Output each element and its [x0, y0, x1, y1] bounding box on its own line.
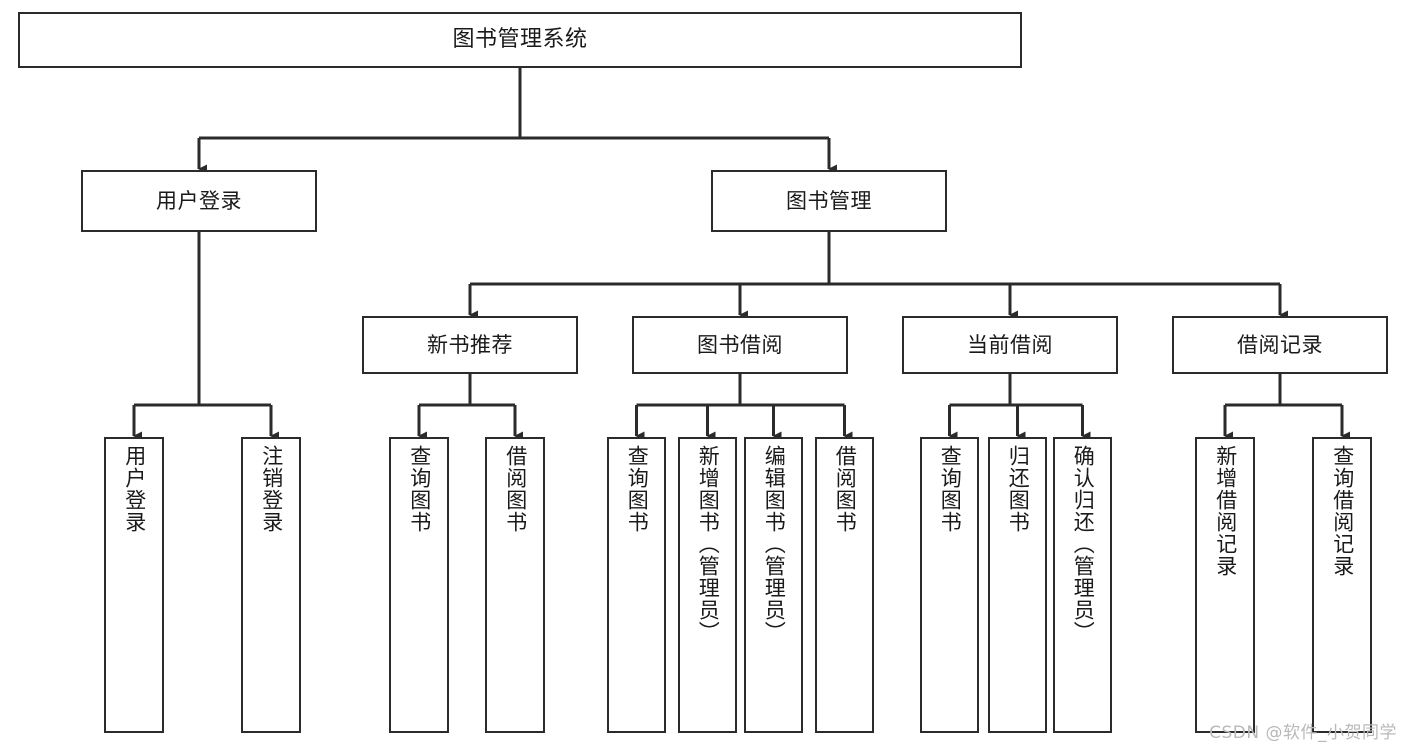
leaf-logout-label: 注销登录	[259, 445, 284, 533]
leaf-record-query-label: 查询借阅记录	[1330, 445, 1355, 577]
leaf-record-query[interactable]: 查询借阅记录	[1312, 437, 1372, 733]
leaf-borrow-edit-book-label: 编辑图书（管理员）	[762, 445, 787, 643]
leaf-record-add[interactable]: 新增借阅记录	[1195, 437, 1255, 733]
leaf-borrow-borrow-book[interactable]: 借阅图书	[815, 437, 874, 733]
node-book-borrowing-label: 图书借阅	[697, 332, 783, 357]
leaf-recommend-borrow-book-label: 借阅图书	[503, 445, 528, 533]
node-new-book-recommendation-label: 新书推荐	[427, 332, 513, 357]
leaf-current-confirm-return[interactable]: 确认归还（管理员）	[1053, 437, 1112, 733]
leaf-borrow-query-book[interactable]: 查询图书	[607, 437, 666, 733]
leaf-borrow-borrow-book-label: 借阅图书	[833, 445, 858, 533]
node-borrow-records[interactable]: 借阅记录	[1172, 316, 1388, 374]
leaf-current-query-book[interactable]: 查询图书	[920, 437, 979, 733]
leaf-logout[interactable]: 注销登录	[241, 437, 301, 733]
node-current-borrowing[interactable]: 当前借阅	[902, 316, 1118, 374]
leaf-record-add-label: 新增借阅记录	[1213, 445, 1238, 577]
leaf-current-return-book-label: 归还图书	[1006, 445, 1031, 533]
leaf-borrow-edit-book[interactable]: 编辑图书（管理员）	[744, 437, 803, 733]
node-book-management-label: 图书管理	[786, 188, 872, 213]
node-book-borrowing[interactable]: 图书借阅	[632, 316, 848, 374]
node-new-book-recommendation[interactable]: 新书推荐	[362, 316, 578, 374]
leaf-borrow-add-book-label: 新增图书（管理员）	[696, 445, 721, 643]
node-current-borrowing-label: 当前借阅	[967, 332, 1053, 357]
leaf-recommend-borrow-book[interactable]: 借阅图书	[485, 437, 545, 733]
node-user-login[interactable]: 用户登录	[81, 170, 317, 232]
leaf-borrow-query-book-label: 查询图书	[625, 445, 650, 533]
leaf-current-query-book-label: 查询图书	[938, 445, 963, 533]
leaf-current-confirm-return-label: 确认归还（管理员）	[1071, 445, 1096, 643]
node-book-management[interactable]: 图书管理	[711, 170, 947, 232]
leaf-recommend-query-book[interactable]: 查询图书	[389, 437, 449, 733]
leaf-recommend-query-book-label: 查询图书	[407, 445, 432, 533]
leaf-current-return-book[interactable]: 归还图书	[988, 437, 1047, 733]
node-root[interactable]: 图书管理系统	[18, 12, 1022, 68]
leaf-borrow-add-book[interactable]: 新增图书（管理员）	[678, 437, 737, 733]
node-user-login-label: 用户登录	[156, 188, 242, 213]
node-borrow-records-label: 借阅记录	[1237, 332, 1323, 357]
leaf-user-login[interactable]: 用户登录	[104, 437, 164, 733]
node-root-label: 图书管理系统	[452, 27, 588, 53]
leaf-user-login-label: 用户登录	[122, 445, 147, 533]
